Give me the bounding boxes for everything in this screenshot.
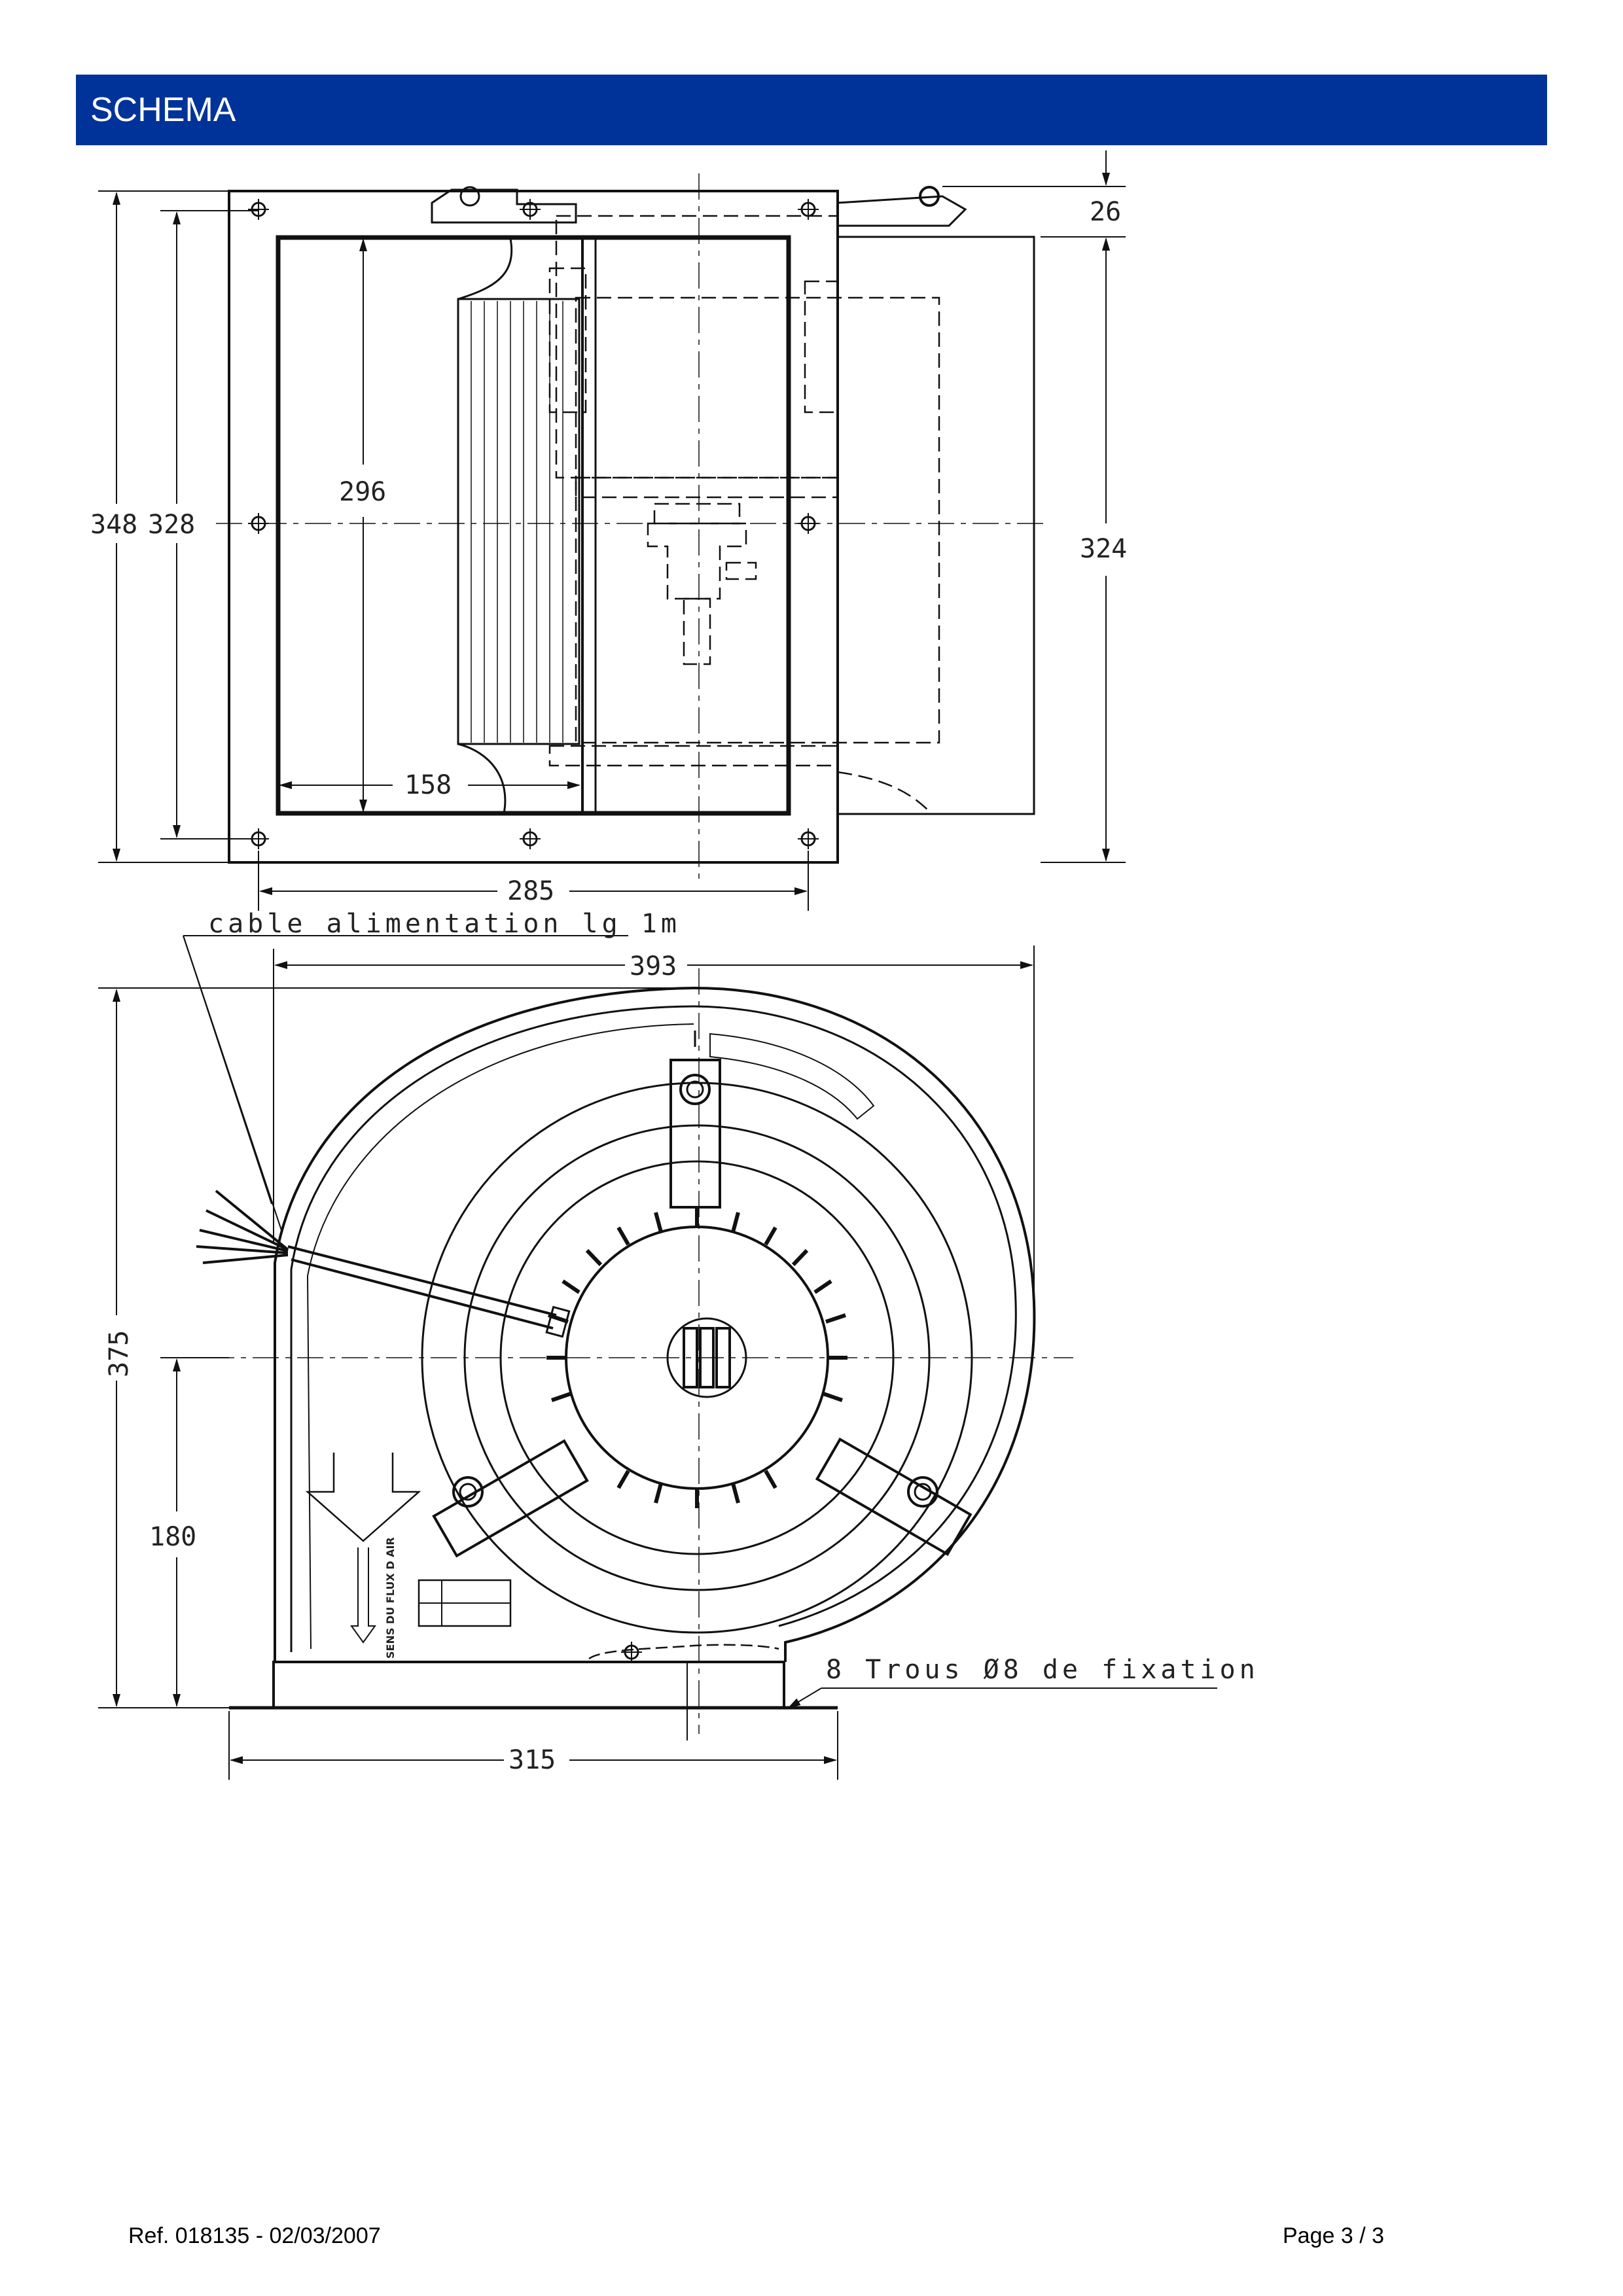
dim-324: 324 xyxy=(1080,534,1127,564)
top-view-dimension-labels: 26 348 328 296 324 158 285 xyxy=(90,197,1127,906)
cable-note: cable alimentation lg 1m xyxy=(208,909,681,939)
dim-315: 315 xyxy=(508,1745,556,1775)
footer-page-number: Page 3 / 3 xyxy=(1283,2223,1385,2248)
footer-reference: Ref. 018135 - 02/03/2007 xyxy=(128,2223,381,2248)
dim-348: 348 xyxy=(90,510,137,540)
header-banner: SCHEMA xyxy=(76,75,1547,145)
top-view xyxy=(216,173,1047,880)
dim-328: 328 xyxy=(148,510,195,540)
front-view xyxy=(164,968,1073,1734)
dim-285: 285 xyxy=(507,876,554,906)
dim-375: 375 xyxy=(104,1330,134,1377)
dim-180: 180 xyxy=(149,1522,196,1552)
airflow-label: SENS DU FLUX D AIR xyxy=(384,1537,397,1659)
dim-296: 296 xyxy=(339,477,386,507)
dim-26: 26 xyxy=(1090,197,1121,227)
top-view-dimensions xyxy=(98,150,1126,911)
dim-158: 158 xyxy=(404,770,452,800)
front-view-dimensions xyxy=(98,935,1217,1780)
page-title: SCHEMA xyxy=(90,91,236,129)
dim-393: 393 xyxy=(630,951,677,981)
front-view-labels: cable alimentation lg 1m 393 375 180 315… xyxy=(104,909,1259,1775)
fixing-note: 8 Trous Ø8 de fixation xyxy=(826,1655,1259,1685)
